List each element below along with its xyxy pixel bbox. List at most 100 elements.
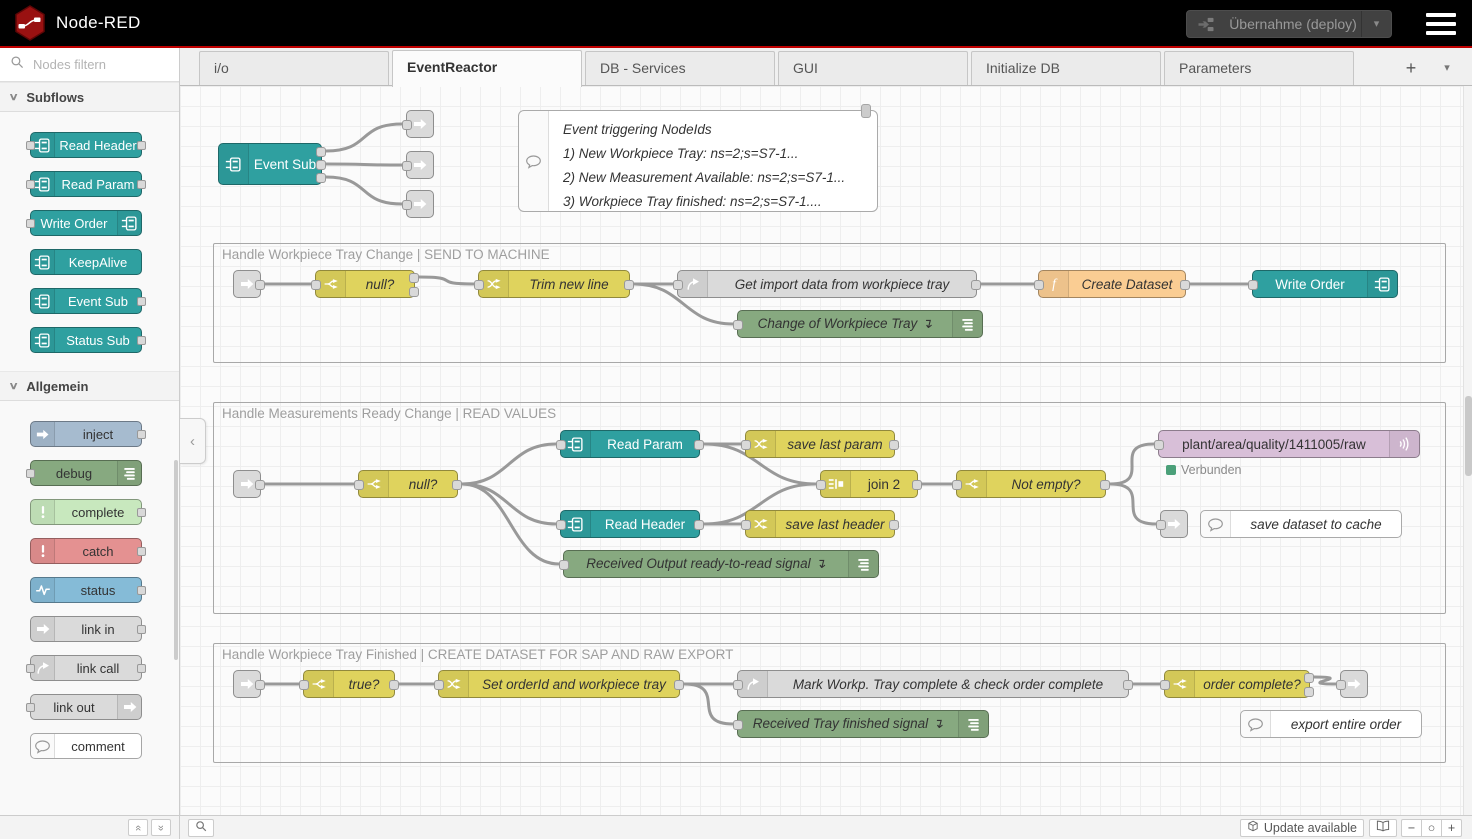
node-received-tray-finished-signal-[interactable]: Received Tray finished signal ↴ (733, 710, 989, 738)
output-port[interactable] (889, 440, 899, 450)
node-trim-new-line[interactable]: Trim new line (474, 270, 634, 298)
palette-node-link-call[interactable]: link call (26, 655, 146, 681)
input-port[interactable] (402, 120, 412, 130)
link-in-link-in[interactable] (233, 470, 265, 498)
input-port[interactable] (474, 280, 484, 290)
input-port[interactable] (1336, 680, 1346, 690)
tab-gui[interactable]: GUI (778, 51, 968, 85)
node-not-empty-[interactable]: Not empty? (952, 470, 1110, 498)
output-port[interactable] (137, 336, 146, 345)
expand-categories-button[interactable]: « (151, 819, 171, 836)
search-flows-button[interactable] (188, 818, 214, 837)
link-out-link-out[interactable] (402, 110, 434, 138)
palette-search[interactable] (0, 48, 179, 82)
palette-scrollbar-thumb[interactable] (174, 460, 178, 660)
collapse-categories-button[interactable]: « (128, 819, 148, 836)
node-mark-workp-tray-complete-check-order-complete[interactable]: Mark Workp. Tray complete & check order … (733, 670, 1133, 698)
node-change-of-workpiece-tray-[interactable]: Change of Workpiece Tray ↴ (733, 310, 983, 338)
input-port[interactable] (26, 180, 35, 189)
deploy-caret-icon[interactable]: ▾ (1361, 11, 1391, 37)
tab-parameters[interactable]: Parameters (1164, 51, 1354, 85)
palette-node-status-sub[interactable]: Status Sub (30, 327, 146, 353)
output-port[interactable] (971, 280, 981, 290)
palette-node-catch[interactable]: catch (30, 538, 146, 564)
output-port[interactable] (694, 440, 704, 450)
comment-node[interactable]: save dataset to cache (1200, 510, 1402, 538)
input-port[interactable] (733, 720, 743, 730)
node-save-last-param[interactable]: save last param (741, 430, 899, 458)
output-port[interactable] (255, 680, 265, 690)
palette-node-read-param[interactable]: Read Param (26, 171, 146, 197)
wire[interactable] (1312, 675, 1338, 686)
output-port[interactable] (1180, 280, 1190, 290)
input-port[interactable] (26, 219, 35, 228)
input-port[interactable] (741, 520, 751, 530)
node-null-[interactable]: null? (311, 270, 419, 298)
input-port[interactable] (741, 440, 751, 450)
input-port[interactable] (1160, 680, 1170, 690)
flow-group[interactable]: Handle Workpiece Tray Finished | CREATE … (213, 643, 1446, 763)
deploy-button[interactable]: Übernahme (deploy) ▾ (1186, 10, 1392, 38)
wire[interactable] (702, 482, 818, 526)
palette-node-link-out[interactable]: link out (26, 694, 142, 720)
palette-node-read-header[interactable]: Read Header (26, 132, 146, 158)
output-port[interactable] (452, 480, 462, 490)
input-port[interactable] (354, 480, 364, 490)
output-port[interactable] (137, 430, 146, 439)
output-port[interactable] (137, 586, 146, 595)
node-get-import-data-from-workpiece-tray[interactable]: Get import data from workpiece tray (673, 270, 981, 298)
palette-node-link-in[interactable]: link in (30, 616, 146, 642)
wire[interactable] (702, 442, 818, 486)
node-event-sub[interactable]: Event Sub (218, 143, 326, 185)
output-port[interactable] (912, 480, 922, 490)
node-read-header[interactable]: Read Header (556, 510, 704, 538)
output-port[interactable] (137, 508, 146, 517)
node-join-2[interactable]: join 2 (816, 470, 922, 498)
input-port[interactable] (1156, 520, 1166, 530)
tab-i/o[interactable]: i/o (199, 51, 389, 85)
input-port[interactable] (402, 161, 412, 171)
link-out-link-out[interactable] (402, 190, 434, 218)
palette-node-event-sub[interactable]: Event Sub (30, 288, 146, 314)
navigator-button[interactable] (1369, 818, 1397, 837)
node-write-order[interactable]: Write Order (1248, 270, 1398, 298)
wire[interactable] (1108, 442, 1156, 486)
comment-node[interactable]: export entire order (1240, 710, 1422, 738)
output-port[interactable] (1304, 687, 1314, 697)
flow-canvas[interactable]: ‹ Handle Workpiece Tray Change | SEND TO… (180, 86, 1472, 815)
link-in-link-in[interactable] (233, 270, 265, 298)
output-port[interactable] (316, 160, 326, 170)
link-in-link-in[interactable] (233, 670, 265, 698)
output-port[interactable] (137, 547, 146, 556)
input-port[interactable] (26, 664, 35, 673)
node-order-complete-[interactable]: order complete? (1160, 670, 1314, 698)
output-port[interactable] (137, 180, 146, 189)
palette-node-inject[interactable]: inject (30, 421, 146, 447)
input-port[interactable] (26, 141, 35, 150)
input-port[interactable] (26, 469, 35, 478)
input-port[interactable] (311, 280, 321, 290)
output-port[interactable] (255, 280, 265, 290)
canvas-scrollbar-thumb[interactable] (1465, 396, 1472, 476)
link-out-link-out[interactable] (1156, 510, 1188, 538)
input-port[interactable] (556, 440, 566, 450)
output-port[interactable] (316, 147, 326, 157)
input-port[interactable] (299, 680, 309, 690)
palette-node-comment[interactable]: comment (30, 733, 142, 759)
zoom-out-button[interactable]: − (1401, 818, 1422, 837)
wire[interactable] (460, 482, 561, 566)
node-null-[interactable]: null? (354, 470, 462, 498)
node-set-orderid-and-workpiece-tray[interactable]: Set orderId and workpiece tray (434, 670, 684, 698)
wire[interactable] (1108, 482, 1158, 526)
main-menu-button[interactable] (1426, 13, 1456, 35)
tab-db---services[interactable]: DB - Services (585, 51, 775, 85)
output-port[interactable] (1123, 680, 1133, 690)
node-received-output-ready-to-read-signal-[interactable]: Received Output ready-to-read signal ↴ (559, 550, 879, 578)
output-port[interactable] (137, 297, 146, 306)
flow-list-caret-icon[interactable]: ▾ (1444, 62, 1450, 74)
zoom-in-button[interactable]: + (1441, 818, 1462, 837)
flow-group[interactable]: Handle Measurements Ready Change | READ … (213, 402, 1446, 614)
palette-collapse-handle[interactable]: ‹ (180, 418, 206, 464)
